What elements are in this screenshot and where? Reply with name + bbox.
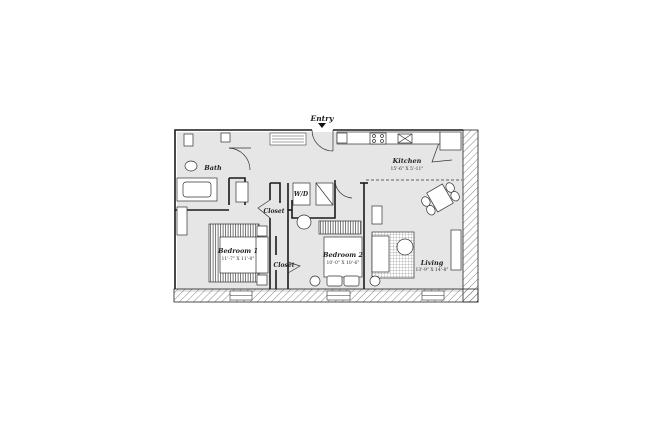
entry-label: Entry bbox=[310, 114, 335, 123]
living-furniture bbox=[366, 179, 462, 287]
bedroom1-label: Bedroom 1 bbox=[217, 247, 258, 255]
room-labels: Kitchen 15'-6" X 5'-11" Bath W/D Closet … bbox=[203, 157, 448, 273]
entry-arrow-icon bbox=[318, 123, 326, 128]
living-label: Living bbox=[420, 259, 444, 267]
closet2-label: Closet bbox=[273, 262, 294, 269]
bedroom1-furniture bbox=[208, 223, 269, 286]
wd-label: W/D bbox=[294, 191, 309, 198]
bath-fixtures bbox=[176, 132, 249, 236]
hvac-grille bbox=[269, 132, 307, 146]
door-swings bbox=[228, 129, 453, 274]
exterior-walls bbox=[173, 129, 479, 303]
kitchen-dimensions: 15'-6" X 5'-11" bbox=[391, 166, 424, 172]
living-dimensions: 13'-9" X 14'-8" bbox=[416, 267, 449, 273]
kitchen-label: Kitchen bbox=[392, 157, 422, 165]
kitchen-counter bbox=[336, 131, 462, 151]
bedroom2-label: Bedroom 2 bbox=[322, 251, 363, 259]
bedroom2-dimensions: 10'-0" X 10'-6" bbox=[327, 260, 360, 266]
entry-marker: Entry bbox=[310, 114, 335, 128]
washer-dryer bbox=[292, 182, 334, 206]
bedroom1-dimensions: 11'-7" X 11'-0" bbox=[222, 256, 255, 262]
closet1-label: Closet bbox=[263, 208, 284, 215]
bath-label: Bath bbox=[203, 164, 222, 172]
bedroom2-furniture bbox=[296, 214, 363, 287]
interior-walls bbox=[174, 129, 463, 289]
